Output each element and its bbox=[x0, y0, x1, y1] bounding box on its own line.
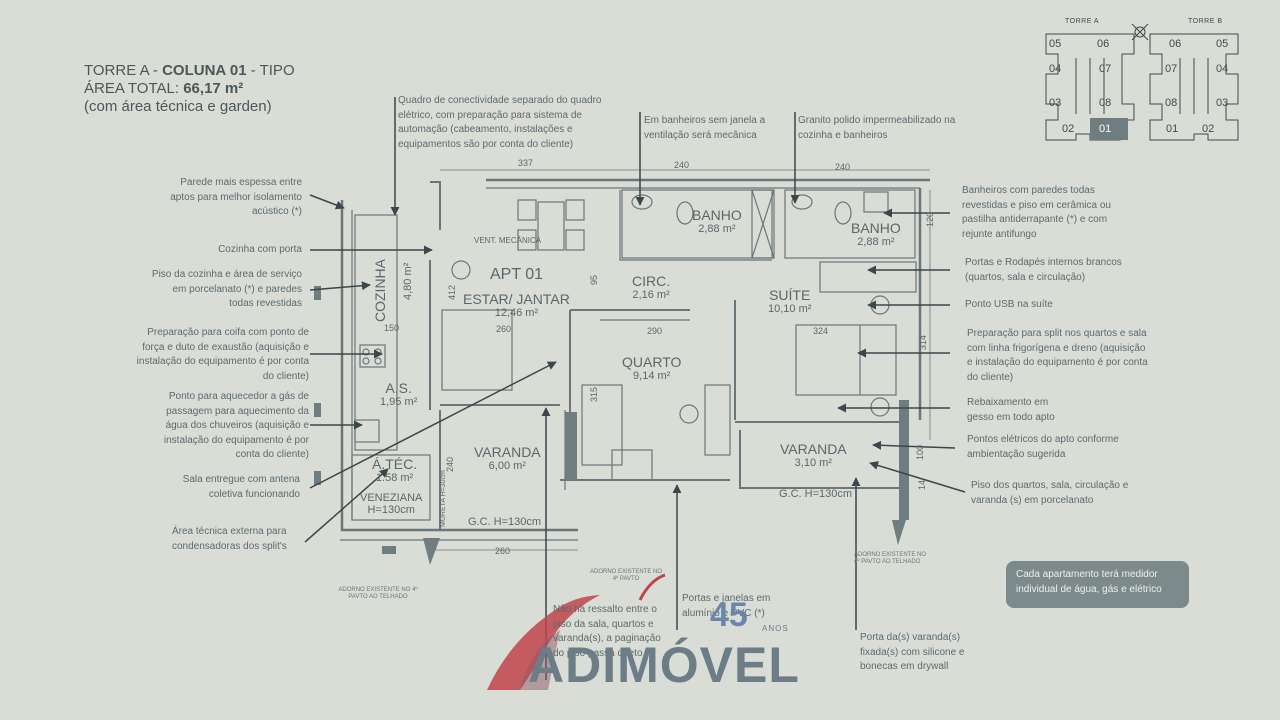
dim-100: 100 bbox=[915, 444, 925, 460]
annotation-porta-varanda: Porta da(s) varanda(s) fixada(s) com sil… bbox=[860, 632, 965, 672]
torre-b-unit: 05 bbox=[1216, 38, 1229, 50]
room-area-servico: A.S.1,95 m² bbox=[380, 380, 418, 408]
header-line-2: ÁREA TOTAL: 66,17 m² bbox=[84, 80, 244, 97]
annotation-portas-rodapes: Portas e Rodapés internos brancos (quart… bbox=[965, 257, 1122, 283]
annotation-aquecedor: Ponto para aquecedor a gás de passagem p… bbox=[163, 391, 309, 460]
torre-a-unit: 06 bbox=[1097, 38, 1110, 50]
torre-b-unit: 03 bbox=[1216, 97, 1229, 109]
location-mini-map bbox=[1045, 23, 1239, 141]
dim-240-a: 240 bbox=[674, 160, 690, 170]
adorno-center: ADORNO EXISTENTE NO 4º PAVTO bbox=[589, 569, 662, 582]
dim-150: 150 bbox=[384, 323, 400, 333]
annotation-piso-cozinha: Piso da cozinha e área de serviço em por… bbox=[151, 269, 302, 309]
header-line-1: TORRE A - COLUNA 01 - TIPO bbox=[84, 62, 295, 79]
adorno-left: ADORNO EXISTENTE NO 4º PAVTO AO TELHADO bbox=[338, 587, 418, 600]
torre-b-unit: 08 bbox=[1165, 97, 1178, 109]
annotation-banheiros: Banheiros com paredes todas revestidas e… bbox=[962, 185, 1111, 240]
adimovel-logo: ADIMÓVEL bbox=[528, 637, 800, 693]
annotation-coifa: Preparação para coifa com ponto de força… bbox=[136, 327, 309, 382]
room-circulacao: CIRC.2,16 m² bbox=[632, 273, 671, 301]
dim-240-c: 240 bbox=[445, 456, 455, 472]
torre-b-unit: 02 bbox=[1202, 123, 1215, 135]
torre-a-unit: 04 bbox=[1049, 63, 1062, 75]
dim-337: 337 bbox=[518, 158, 534, 168]
annotation-split: Preparação para split nos quartos e sala… bbox=[967, 328, 1148, 383]
dim-412: 412 bbox=[447, 284, 457, 300]
room-cozinha: COZINHA bbox=[372, 259, 388, 322]
torre-a-unit: 08 bbox=[1099, 97, 1112, 109]
annotation-ventilacao: Em banheiros sem janela a ventilação ser… bbox=[644, 115, 766, 141]
torre-a-label: TORRE A bbox=[1065, 18, 1100, 25]
annotation-piso-quartos: Piso dos quartos, sala, circulação e var… bbox=[971, 480, 1129, 506]
mureta-label: MURETA H=30cm bbox=[440, 470, 447, 527]
torre-a-unit: 03 bbox=[1049, 97, 1062, 109]
torre-a-unit: 07 bbox=[1099, 63, 1112, 75]
dim-95: 95 bbox=[589, 274, 599, 285]
logo-45-years: 45 bbox=[710, 596, 748, 634]
header-line-3: (com área técnica e garden) bbox=[84, 98, 272, 115]
annotation-ressalto: Não há ressalto entre o piso da sala, qu… bbox=[553, 604, 661, 659]
gc-label-1: G.C. H=130cm bbox=[468, 516, 542, 528]
room-area-tecnica: Á.TÉC.1.58 m² bbox=[372, 456, 418, 484]
annotation-cozinha-porta: Cozinha com porta bbox=[218, 244, 302, 255]
dim-290: 290 bbox=[647, 326, 663, 336]
apt-label: APT 01 bbox=[490, 266, 544, 283]
dim-315: 315 bbox=[589, 386, 599, 402]
vent-label: VENT. MECÂNICA bbox=[474, 236, 542, 245]
torre-b-unit: 01 bbox=[1166, 123, 1179, 135]
annotation-granito: Granito polido impermeabilizado na cozin… bbox=[798, 115, 956, 141]
dim-240-b: 240 bbox=[835, 162, 851, 172]
annotation-usb: Ponto USB na suíte bbox=[965, 299, 1053, 310]
dim-14: 14 bbox=[917, 479, 927, 490]
annotation-area-tecnica: Área técnica externa para condensadoras … bbox=[172, 526, 287, 552]
annotation-rebaixamento: Rebaixamento em gesso em todo apto bbox=[967, 397, 1055, 423]
torre-b-label: TORRE B bbox=[1188, 18, 1223, 25]
torre-b-unit: 04 bbox=[1216, 63, 1229, 75]
annotation-pontos-eletricos: Pontos elétricos do apto conforme ambien… bbox=[967, 434, 1119, 460]
annotation-portas-janelas: Portas e janelas em alumínio e PVC (*) bbox=[682, 593, 771, 619]
adorno-right: ADORNO EXISTENTE NO 4º PAVTO AO TELHADO bbox=[854, 552, 927, 565]
dim-324: 324 bbox=[813, 326, 829, 336]
torre-a-unit: 05 bbox=[1049, 38, 1062, 50]
annotation-quadro-conectividade: Quadro de conectividade separado do quad… bbox=[398, 95, 602, 150]
dim-260-a: 260 bbox=[496, 324, 512, 334]
medidor-note: Cada apartamento terá medidor individual… bbox=[1006, 561, 1189, 608]
torre-a-unit: 02 bbox=[1062, 123, 1075, 135]
dim-120: 120 bbox=[925, 211, 935, 227]
room-cozinha-area: 4,80 m² bbox=[402, 262, 414, 300]
dim-314: 314 bbox=[918, 334, 928, 350]
gc-label-2: G.C. H=130cm bbox=[779, 488, 853, 500]
torre-b-unit: 06 bbox=[1169, 38, 1182, 50]
dim-260-b: 260 bbox=[495, 546, 511, 556]
torre-b-unit: 07 bbox=[1165, 63, 1178, 75]
plan-header: TORRE A - COLUNA 01 - TIPO ÁREA TOTAL: 6… bbox=[84, 62, 295, 116]
torre-a-unit-highlighted: 01 bbox=[1099, 123, 1112, 135]
annotation-parede-espessa: Parede mais espessa entre aptos para mel… bbox=[170, 177, 302, 217]
logo-anos: ANOS bbox=[762, 624, 789, 633]
annotation-antena: Sala entregue com antena coletiva funcio… bbox=[182, 474, 300, 500]
